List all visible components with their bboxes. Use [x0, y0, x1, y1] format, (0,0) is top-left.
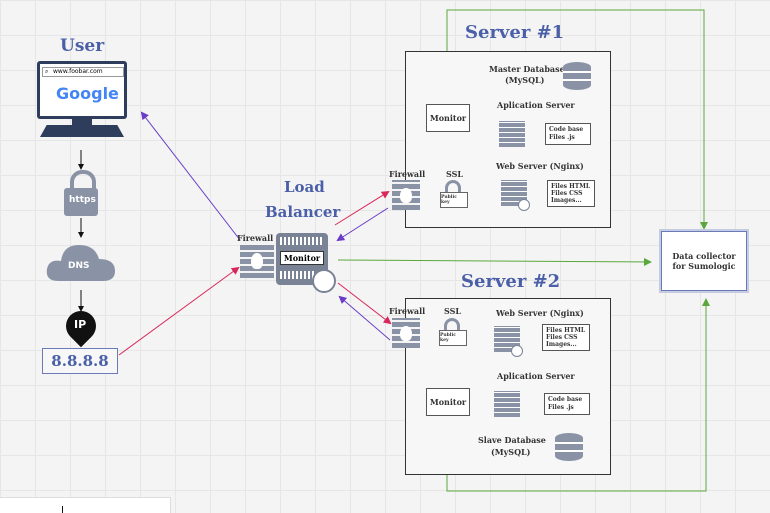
lb-to-user-arrow: [140, 111, 241, 241]
s2-slave-db-line1: Slave Database: [478, 435, 546, 445]
s2-web-server-label: Web Server (Nginx): [496, 308, 584, 318]
s2-database-icon: [555, 433, 583, 461]
text-cursor: [62, 506, 63, 513]
s1-firewall-icon: [392, 180, 420, 210]
s2-files-line3: Images...: [546, 341, 577, 348]
lb-firewall-icon: [240, 244, 274, 278]
s1-public-key: Public key: [440, 192, 468, 208]
s2-app-server-label: Aplication Server: [497, 371, 575, 381]
s1-monitor-label: Monitor: [426, 104, 470, 132]
google-logo: Google: [56, 84, 119, 103]
collector-line1: Data collector: [672, 251, 736, 261]
ip-label: IP: [74, 318, 87, 331]
s1-app-server-icon: [499, 121, 525, 147]
ip-address: 8.8.8.8: [42, 348, 118, 374]
s1-web-gear-icon: [518, 199, 530, 211]
s2-ssl-lock-icon: [444, 318, 460, 332]
s2-app-server-icon: [494, 391, 520, 417]
s2-web-gear-icon: [511, 345, 523, 357]
s2-code-line2: Files .js: [548, 404, 574, 411]
s1-ssl-lock-icon: [445, 180, 461, 194]
bottom-panel: [0, 497, 171, 513]
s1-app-server-label: Aplication Server: [497, 100, 575, 110]
address-url: www.foobar.com: [53, 68, 103, 75]
s2-monitor-label: Monitor: [426, 388, 470, 416]
s2-files-line2: Files CSS: [546, 334, 578, 341]
user-title: User: [60, 36, 105, 56]
s1-web-server-label: Web Server (Nginx): [496, 161, 584, 171]
https-label: https: [69, 195, 96, 205]
lb-firewall-label: Firewall: [237, 233, 274, 243]
lb-title-line2: Balancer: [265, 203, 341, 221]
server2-to-lb-arrow: [338, 295, 391, 341]
server2-title: Server #2: [461, 271, 561, 292]
server1-title: Server #1: [465, 22, 565, 43]
s1-files-line1: Files HTML: [551, 183, 591, 190]
lb-to-server1-arrow: [334, 190, 390, 226]
server1-to-lb-arrow: [336, 207, 389, 242]
collector-line2: for Sumologic: [672, 261, 736, 271]
s1-master-db-line2: (MySQL): [505, 75, 545, 85]
s1-firewall-label: Firewall: [389, 169, 426, 179]
s1-code-box: Code base Files .js: [545, 123, 591, 145]
computer-monitor: ⌕ www.foobar.com Google: [37, 61, 127, 119]
dns-label: DNS: [68, 261, 90, 271]
flame-icon: [251, 253, 263, 269]
lb-monitor-label: Monitor: [280, 251, 324, 265]
s2-firewall-label: Firewall: [389, 306, 426, 316]
lb-gear-icon: [312, 269, 336, 293]
s1-code-line1: Code base: [549, 126, 584, 133]
search-icon: ⌕: [45, 68, 49, 75]
lb-to-collector-arrow: [337, 257, 652, 266]
data-collector-box: Data collector for Sumologic: [659, 229, 749, 293]
cloud-icon: [46, 245, 115, 281]
s1-flame-icon: [400, 188, 412, 203]
s2-flame-icon: [400, 326, 412, 341]
s2-firewall-icon: [392, 318, 420, 348]
s1-files-box: Files HTML Files CSS Images...: [547, 180, 595, 207]
s1-files-line3: Images...: [551, 197, 582, 204]
lb-to-server2-arrow: [337, 282, 392, 325]
address-bar: ⌕ www.foobar.com: [42, 67, 124, 77]
s1-database-icon: [563, 62, 591, 90]
monitor-stand: [72, 119, 92, 125]
s1-ssl-label: SSL: [446, 169, 464, 179]
ip-to-lb-arrow: [118, 266, 240, 356]
s2-public-key: Public key: [439, 330, 467, 346]
s2-files-box: Files HTML Files CSS Images...: [542, 324, 590, 351]
s2-ssl-label: SSL: [444, 306, 462, 316]
s1-files-line2: Files CSS: [551, 190, 583, 197]
s2-code-box: Code base Files .js: [544, 393, 590, 415]
keyboard: [40, 125, 124, 137]
s2-code-line1: Code base: [548, 396, 583, 403]
s2-files-line1: Files HTML: [546, 327, 586, 334]
s1-code-line2: Files .js: [549, 134, 575, 141]
s2-slave-db-line2: (MySQL): [491, 447, 531, 457]
lb-title-line1: Load: [284, 178, 325, 196]
s1-master-db-line1: Master Database: [489, 64, 565, 74]
browser-window: ⌕ www.foobar.com Google: [40, 64, 124, 116]
lock-icon: [64, 168, 98, 216]
